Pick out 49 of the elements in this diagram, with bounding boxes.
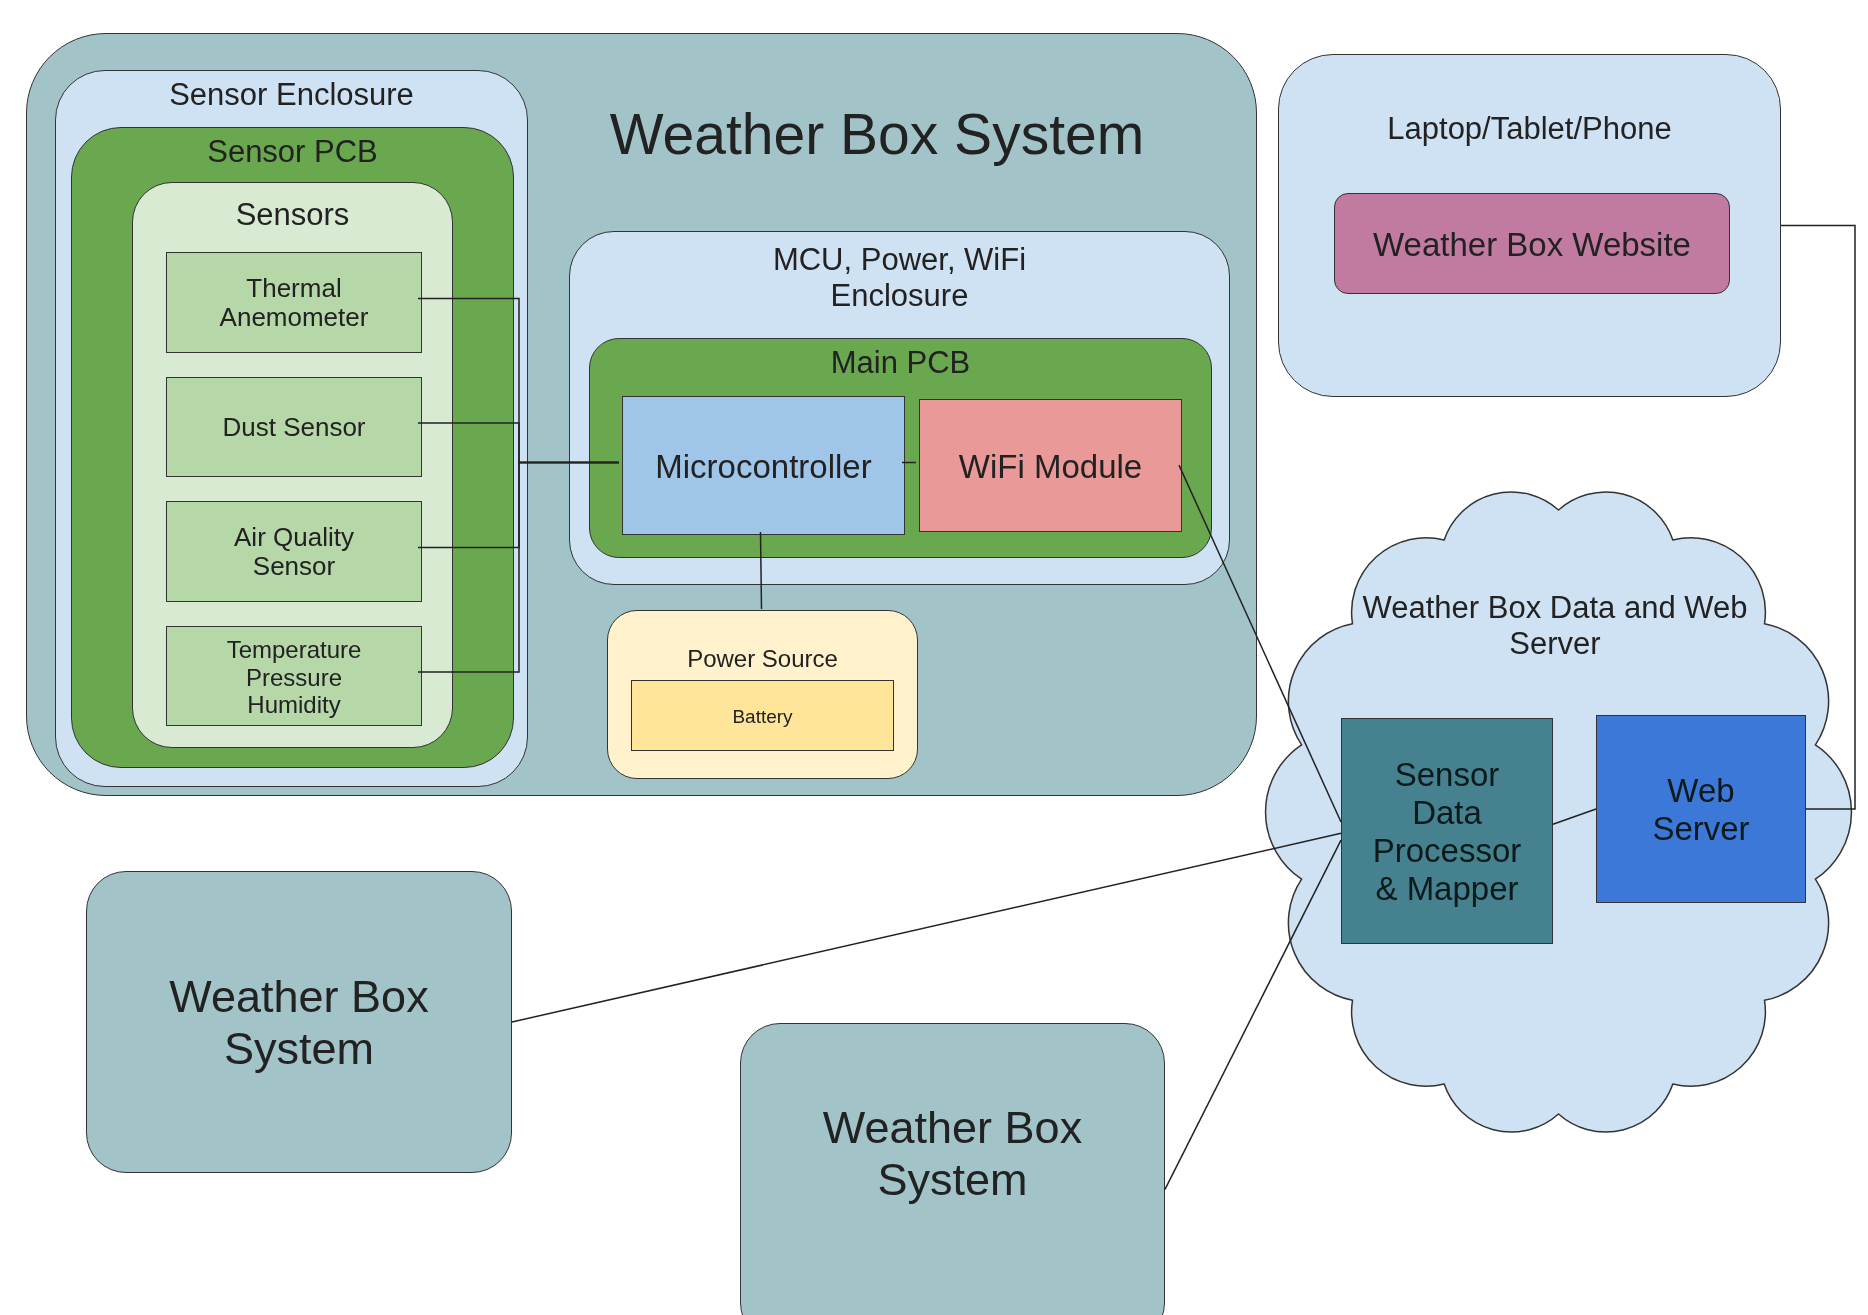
processor-box [1341, 718, 1553, 944]
web-server-box [1596, 715, 1806, 903]
battery-label: Battery [731, 705, 794, 728]
power-heading: Power Source [687, 645, 838, 673]
connector-line [1178, 464, 1342, 823]
enclosure-heading: MCU, Power, WiFi Enclosure [771, 242, 1028, 314]
device-heading: Laptop/Tablet/Phone [1387, 111, 1672, 147]
component-label: Microcontroller [654, 447, 873, 486]
microcontroller-box [622, 396, 905, 535]
enclosure-panel [569, 231, 1230, 585]
website-box [1334, 193, 1730, 294]
board-heading: Sensor PCB [207, 134, 378, 170]
sensor-box [166, 501, 422, 602]
component-label: WiFi Module [957, 447, 1144, 486]
system-label: Weather Box System [821, 1102, 1084, 1206]
website-label: Weather Box Website [1372, 225, 1692, 264]
board-heading: Main PCB [830, 345, 971, 381]
connector-line [1164, 839, 1342, 1191]
sensor-label: Air Quality Sensor [233, 522, 355, 583]
cloud-heading: Weather Box Data and Web Server [1361, 590, 1749, 662]
system-label: Weather Box System [168, 971, 430, 1075]
connector-line [901, 461, 917, 464]
sensor-box [166, 377, 422, 477]
sensor-group-panel [132, 182, 453, 748]
device-panel [1278, 54, 1781, 397]
server-label: Web Server [1651, 772, 1751, 848]
sensor-label: Temperature Pressure Humidity [225, 635, 363, 719]
sensor-box [166, 626, 422, 726]
processor-label: Sensor Data Processor & Mapper [1371, 756, 1523, 908]
power-source-panel [607, 610, 918, 779]
system-title: Weather Box System [608, 102, 1146, 168]
connector-line [1780, 224, 1856, 810]
circuit-board-panel [589, 338, 1212, 558]
sensor-box [166, 252, 422, 353]
sensor-label: Thermal Anemometer [218, 273, 370, 334]
enclosure-panel [55, 70, 528, 787]
connector-line [1552, 808, 1597, 825]
enclosure-heading: Sensor Enclosure [169, 77, 414, 113]
connector-line [511, 832, 1342, 1023]
connector-line [759, 531, 763, 610]
battery-box [631, 680, 894, 751]
sensor-label: Dust Sensor [221, 413, 367, 443]
system-box [86, 871, 512, 1173]
system-panel [26, 33, 1257, 796]
wifi-module-box [919, 399, 1182, 532]
system-box [740, 1023, 1165, 1315]
connector-line [417, 461, 620, 673]
group-heading: Sensors [235, 197, 350, 233]
circuit-board-panel [71, 127, 514, 768]
